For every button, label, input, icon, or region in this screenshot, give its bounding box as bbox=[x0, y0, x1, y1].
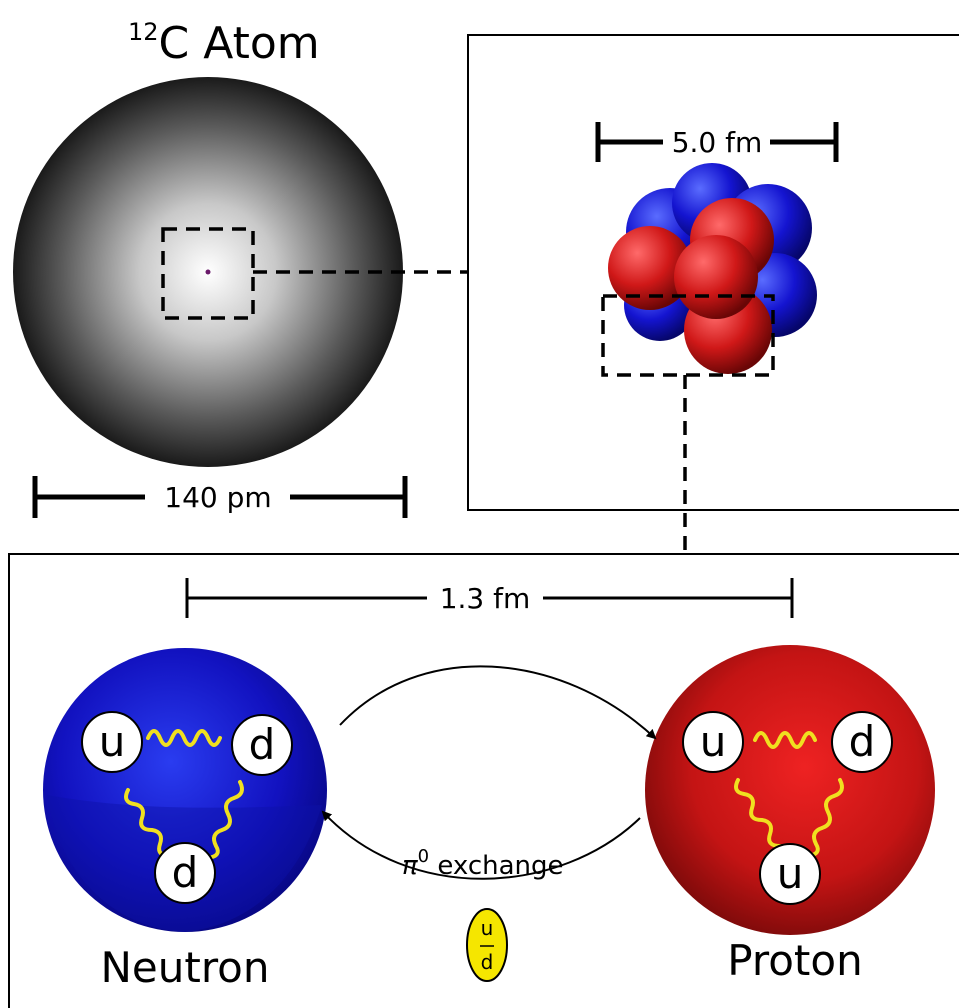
pion-symbol: π bbox=[402, 851, 418, 881]
exchange-arrow-to-neutron bbox=[321, 810, 641, 880]
proton-quark-1 bbox=[682, 711, 744, 773]
nucleon-panel bbox=[8, 553, 959, 1008]
exchange-arrow-to-proton bbox=[339, 665, 657, 740]
atom-title: 12C Atom bbox=[128, 18, 320, 69]
neutron-gluons bbox=[124, 729, 244, 860]
proton-quark-2-label: d bbox=[849, 717, 876, 766]
proton-quark-1-label: u bbox=[700, 717, 727, 766]
atom-scale-label: 140 pm bbox=[164, 481, 271, 514]
neutron-label: Neutron bbox=[100, 943, 269, 992]
nucleon-scale-bar bbox=[185, 578, 794, 618]
proton-quark-2 bbox=[831, 711, 893, 773]
exchange-label: π0 exchange bbox=[402, 846, 564, 881]
carbon-nucleus bbox=[608, 163, 817, 374]
nucleus-scale-label: 5.0 fm bbox=[672, 126, 763, 159]
nucleus-proton bbox=[608, 226, 692, 310]
pion-quark-top: u bbox=[481, 916, 494, 940]
nucleus-scale-bar bbox=[595, 122, 839, 162]
atom-nucleus-dot bbox=[205, 269, 211, 275]
proton-quark-3-label: u bbox=[777, 849, 804, 898]
exchange-text: exchange bbox=[429, 851, 563, 881]
pion-quark-bottom: d bbox=[481, 950, 494, 974]
atom-title-text: C Atom bbox=[159, 18, 320, 69]
proton: u d u bbox=[645, 645, 935, 935]
neutron-quark-3-label: d bbox=[172, 848, 199, 897]
neutron-quark-2 bbox=[231, 714, 293, 776]
neutron-quark-1 bbox=[81, 711, 143, 773]
neutron-quark-2-label: d bbox=[249, 720, 276, 769]
proton-label: Proton bbox=[727, 936, 862, 985]
neutron-quark-3 bbox=[154, 842, 216, 904]
nucleon-scale-label: 1.3 fm bbox=[440, 582, 531, 615]
proton-gluons bbox=[734, 731, 844, 858]
pion-ellipse bbox=[466, 908, 508, 982]
atom-mass-number: 12 bbox=[128, 18, 159, 46]
proton-quark-3 bbox=[759, 843, 821, 905]
pion-superscript: 0 bbox=[418, 846, 429, 867]
pion: u d bbox=[466, 908, 508, 982]
nucleus-proton bbox=[674, 235, 758, 319]
neutron: u d d bbox=[43, 648, 327, 932]
nucleus-zoom-box bbox=[601, 294, 775, 377]
nucleus-panel bbox=[467, 34, 959, 511]
atom-scale-bar bbox=[32, 476, 408, 518]
neutron-quark-1-label: u bbox=[99, 717, 126, 766]
